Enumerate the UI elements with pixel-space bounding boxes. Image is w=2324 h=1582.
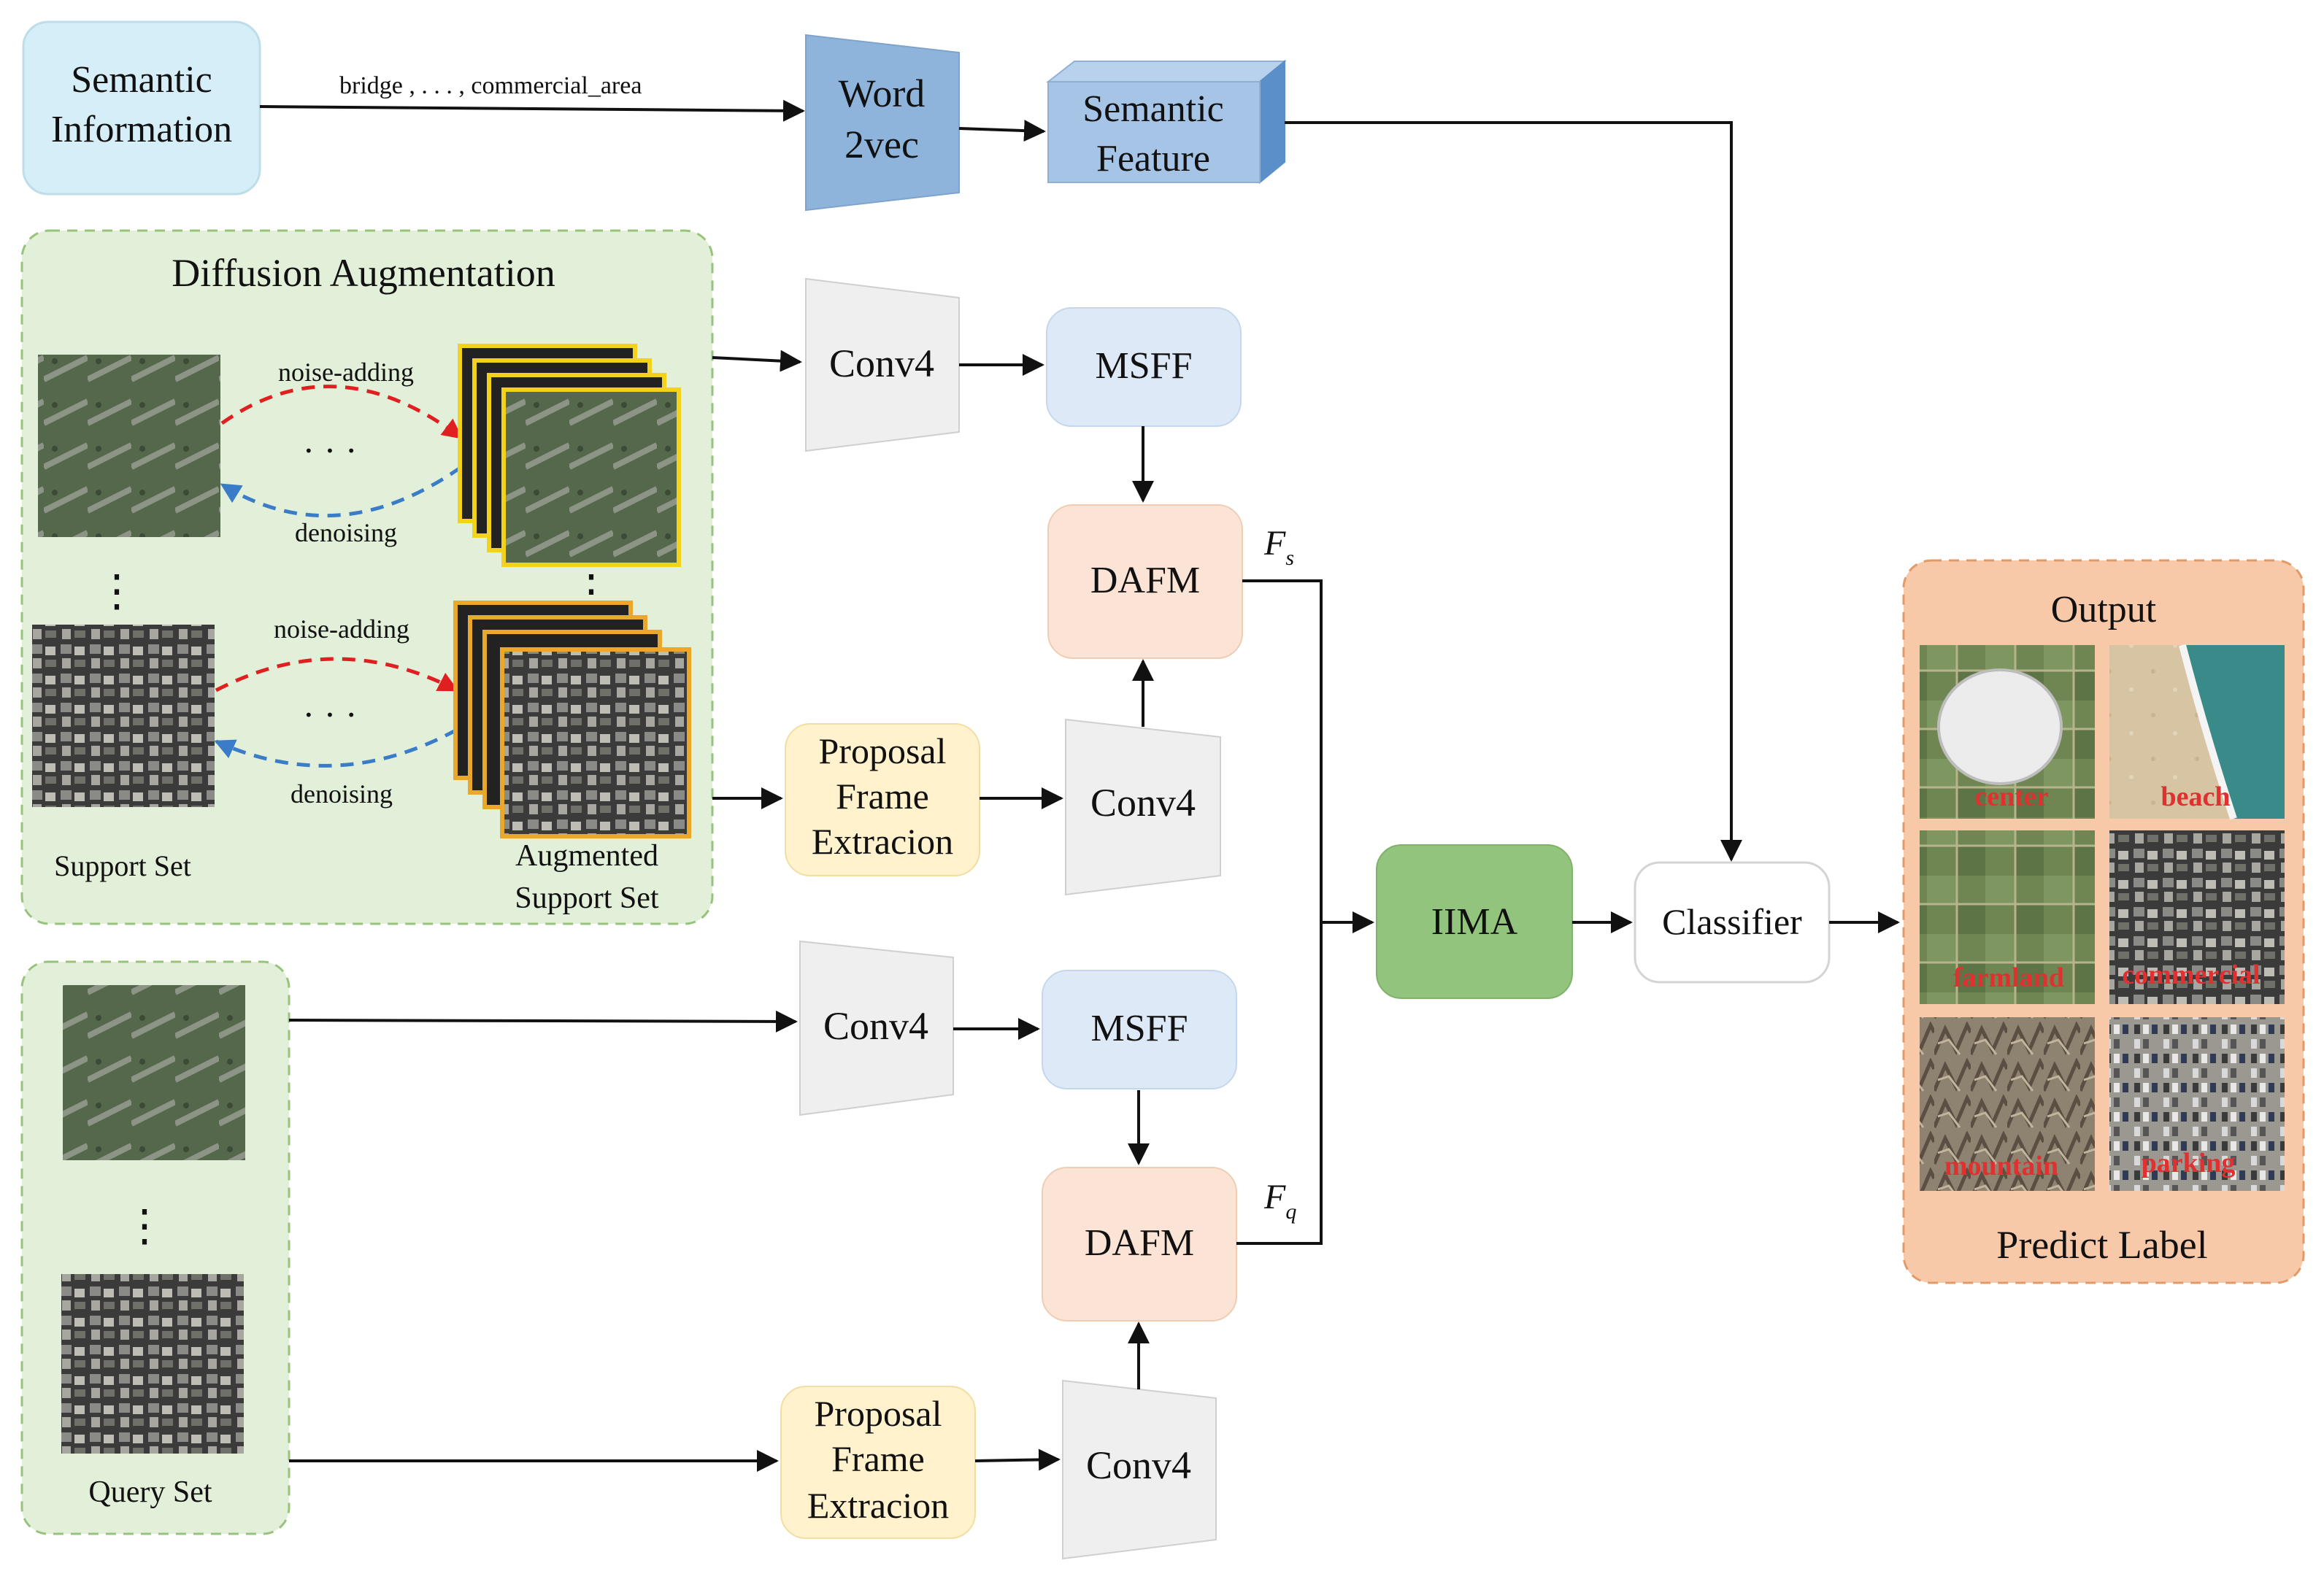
conv4-query-bottom-label: Conv4 bbox=[1086, 1443, 1191, 1487]
word2vec-block bbox=[805, 34, 960, 212]
proposal-support-line3: Extracion bbox=[812, 821, 953, 862]
conv4-support-top-label: Conv4 bbox=[829, 342, 934, 385]
label-center: center bbox=[1974, 782, 2048, 812]
output-image-commercial bbox=[2109, 830, 2285, 1004]
augmented-stack-city bbox=[453, 601, 691, 838]
msff-query bbox=[1042, 970, 1237, 1089]
support-image-city bbox=[32, 625, 215, 807]
word2vec-line2: 2vec bbox=[844, 123, 919, 166]
fs-connector bbox=[1242, 579, 1323, 922]
output-image-mountain bbox=[1920, 1017, 2095, 1191]
proposal-query-line2: Frame bbox=[831, 1438, 925, 1479]
conv4-support-bottom-label: Conv4 bbox=[1090, 781, 1196, 825]
fs-label: Fs bbox=[1263, 524, 1294, 570]
semantic-information-line1: Semantic bbox=[71, 59, 212, 101]
proposal-frame-query bbox=[780, 1386, 976, 1539]
dots-vertical-support: ⋮ bbox=[95, 567, 139, 615]
query-image-bridge bbox=[63, 985, 245, 1160]
label-parking: parking bbox=[2142, 1148, 2236, 1178]
conv4-query-bottom bbox=[1062, 1379, 1217, 1560]
fq-connector bbox=[1236, 922, 1323, 1245]
support-set-label: Support Set bbox=[54, 849, 191, 882]
proposal-to-conv4-arrow-bottom bbox=[974, 1448, 1061, 1471]
noise-adding-arrow-2 bbox=[215, 657, 459, 692]
conv4-support-top bbox=[805, 277, 960, 452]
dots-horizontal-1: · · · bbox=[303, 430, 358, 471]
output-image-beach bbox=[2109, 644, 2285, 820]
support-to-conv4-arrow bbox=[712, 350, 802, 372]
label-commercial: commercial bbox=[2122, 960, 2260, 990]
label-mountain: mountain bbox=[1944, 1151, 2058, 1181]
semantic-to-word2vec-arrow bbox=[259, 99, 805, 122]
class-names-text: bridge , . . . , commercial_area bbox=[339, 72, 642, 99]
output-title: Output bbox=[2051, 589, 2157, 630]
denoising-label-1: denoising bbox=[295, 518, 397, 547]
dafm-query-label: DAFM bbox=[1085, 1222, 1194, 1264]
msff-support-label: MSFF bbox=[1096, 345, 1193, 387]
label-beach: beach bbox=[2161, 782, 2231, 812]
dafm-support-label: DAFM bbox=[1090, 560, 1200, 601]
proposal-support-line1: Proposal bbox=[819, 730, 947, 771]
conv4-query-top bbox=[799, 940, 954, 1116]
output-image-center bbox=[1920, 645, 2095, 819]
iima-label: IIMA bbox=[1431, 901, 1518, 943]
semantic-feature-line2: Feature bbox=[1096, 138, 1210, 180]
support-image-bridge bbox=[38, 355, 220, 537]
predict-label-footer: Predict Label bbox=[1996, 1223, 2207, 1267]
feature-to-classifier-arrow bbox=[1285, 121, 1742, 862]
semantic-feature-line1: Semantic bbox=[1082, 88, 1224, 130]
semantic-information-line2: Information bbox=[51, 109, 232, 150]
word2vec-line1: Word bbox=[839, 72, 926, 115]
query-to-conv4-arrow bbox=[288, 1010, 798, 1033]
semantic-feature-cube bbox=[1046, 59, 1287, 185]
output-image-parking bbox=[2109, 1017, 2285, 1191]
augmented-support-set-line1: Augmented bbox=[515, 839, 658, 873]
proposal-query-line1: Proposal bbox=[815, 1393, 942, 1434]
denoising-label-2: denoising bbox=[290, 779, 393, 809]
query-set-label: Query Set bbox=[88, 1475, 212, 1509]
dots-horizontal-2: · · · bbox=[303, 694, 358, 735]
denoising-arrow-1 bbox=[220, 465, 463, 518]
fq-label: Fq bbox=[1263, 1178, 1296, 1224]
conv4-support-bottom bbox=[1065, 718, 1221, 896]
noise-adding-label-2: noise-adding bbox=[274, 614, 409, 644]
word2vec-to-feature-arrow bbox=[958, 120, 1046, 142]
diffusion-title: Diffusion Augmentation bbox=[172, 251, 555, 295]
msff-query-label: MSFF bbox=[1091, 1008, 1188, 1049]
augmented-support-set-line2: Support Set bbox=[515, 881, 659, 915]
noise-adding-arrow-1 bbox=[220, 385, 463, 439]
label-farmland: farmland bbox=[1953, 962, 2064, 993]
output-image-farmland bbox=[1920, 830, 2095, 1004]
augmented-stack-bridge bbox=[458, 344, 681, 567]
semantic-information-box bbox=[22, 20, 261, 196]
proposal-support-line2: Frame bbox=[836, 776, 929, 817]
proposal-query-line3: Extracion bbox=[807, 1485, 949, 1526]
classifier-label: Classifier bbox=[1662, 901, 1802, 942]
query-image-city bbox=[61, 1274, 244, 1454]
conv4-query-top-label: Conv4 bbox=[823, 1004, 928, 1048]
noise-adding-label-1: noise-adding bbox=[278, 358, 414, 387]
dots-vertical-query: ⋮ bbox=[123, 1202, 166, 1250]
